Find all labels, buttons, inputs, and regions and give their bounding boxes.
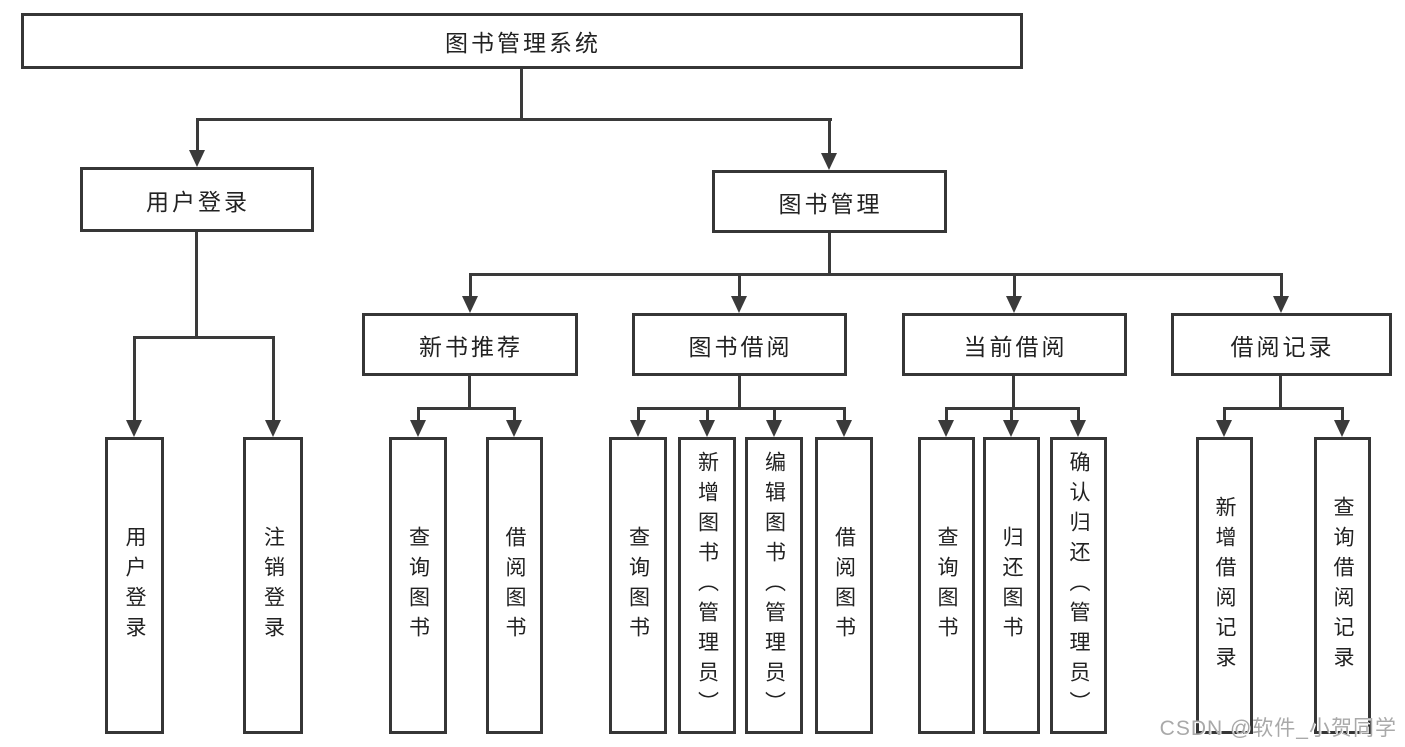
connector-to-borrow [738, 273, 741, 297]
leaf-label: 用户登录 [123, 525, 146, 646]
connector-root-stem [520, 69, 523, 118]
arrow-down-icon [1070, 420, 1086, 437]
leaf-confirm-return-admin: 确认归还（管理员） [1050, 437, 1107, 734]
leaf-query-borrow-record: 查询借阅记录 [1314, 437, 1371, 734]
leaf-add-borrow-record: 新增借阅记录 [1196, 437, 1253, 734]
connector-user-login-rail [133, 336, 275, 339]
leaf-borrow-book-newbooks: 借阅图书 [486, 437, 543, 734]
connector-new-books-stem [468, 375, 471, 407]
leaf-label: 借阅图书 [832, 525, 856, 646]
connector-level3-rail [469, 273, 1283, 276]
connector-to-current-child-2 [1077, 407, 1080, 421]
node-label: 新书推荐 [419, 333, 523, 360]
leaf-label: 新增图书（管理员） [695, 450, 719, 721]
connector-to-borrow-child-2 [773, 407, 776, 421]
connector-to-borrow-child-1 [706, 407, 709, 421]
connector-user-login-stem [195, 232, 198, 336]
node-borrow-records: 借阅记录 [1171, 313, 1392, 376]
arrow-down-icon [1006, 296, 1022, 313]
leaf-add-book-admin: 新增图书（管理员） [678, 437, 736, 734]
connector-to-current [1013, 273, 1016, 297]
connector-to-records-child-0 [1223, 407, 1226, 421]
arrow-down-icon [938, 420, 954, 437]
arrow-down-icon [189, 150, 205, 167]
leaf-edit-book-admin: 编辑图书（管理员） [745, 437, 803, 734]
csdn-watermark: CSDN @软件_小贺同学 [1159, 717, 1397, 740]
connector-current-stem [1012, 376, 1015, 407]
connector-level2-rail [196, 118, 832, 121]
connector-to-current-child-0 [945, 407, 948, 421]
leaf-borrow-book-borrow: 借阅图书 [815, 437, 873, 734]
connector-records-rail [1223, 407, 1344, 410]
arrow-down-icon [1216, 420, 1232, 437]
node-current-borrow: 当前借阅 [902, 313, 1127, 376]
connector-to-borrow-book [513, 407, 516, 421]
leaf-label: 归还图书 [1000, 525, 1023, 646]
leaf-label: 查询借阅记录 [1331, 495, 1354, 676]
node-user-login: 用户登录 [80, 167, 314, 232]
leaf-query-book-current: 查询图书 [918, 437, 975, 734]
arrow-down-icon [462, 296, 478, 313]
node-label: 图书管理 [778, 190, 883, 217]
connector-to-borrow-child-3 [843, 407, 846, 421]
leaf-user-login: 用户登录 [105, 437, 164, 734]
connector-records-stem [1279, 376, 1282, 407]
connector-to-new-books [469, 273, 472, 297]
arrow-down-icon [821, 153, 837, 170]
connector-to-book-mgmt [828, 118, 831, 154]
node-label: 图书管理系统 [445, 30, 601, 56]
connector-borrow-rail [637, 407, 846, 410]
leaf-label: 编辑图书（管理员） [762, 450, 786, 721]
leaf-query-book-borrow: 查询图书 [609, 437, 667, 734]
leaf-logout: 注销登录 [243, 437, 303, 734]
connector-borrow-stem [738, 376, 741, 407]
arrow-down-icon [766, 420, 782, 437]
connector-new-books-rail [417, 407, 516, 410]
arrow-down-icon [1003, 420, 1019, 437]
leaf-return-book: 归还图书 [983, 437, 1040, 734]
arrow-down-icon [1273, 296, 1289, 313]
connector-book-mgmt-stem [828, 233, 831, 273]
node-new-book-recommend: 新书推荐 [362, 313, 578, 376]
node-label: 借阅记录 [1230, 333, 1335, 360]
arrow-down-icon [126, 420, 142, 437]
arrow-down-icon [699, 420, 715, 437]
arrow-down-icon [506, 420, 522, 437]
leaf-label: 查询图书 [935, 525, 958, 646]
leaf-query-book-newbooks: 查询图书 [389, 437, 447, 734]
node-book-management: 图书管理 [712, 170, 947, 233]
connector-to-logout [272, 336, 275, 420]
arrow-down-icon [1334, 420, 1350, 437]
leaf-label: 借阅图书 [503, 525, 526, 646]
arrow-down-icon [836, 420, 852, 437]
arrow-down-icon [265, 420, 281, 437]
arrow-down-icon [731, 296, 747, 313]
leaf-label: 查询图书 [406, 525, 430, 646]
leaf-label: 注销登录 [261, 525, 285, 646]
node-book-borrow: 图书借阅 [632, 313, 847, 376]
node-label: 图书借阅 [688, 333, 793, 360]
node-label: 当前借阅 [963, 333, 1068, 360]
connector-to-records-child-1 [1341, 407, 1344, 421]
leaf-label: 新增借阅记录 [1213, 495, 1236, 676]
connector-to-current-child-1 [1010, 407, 1013, 421]
connector-to-login [133, 336, 136, 420]
arrow-down-icon [630, 420, 646, 437]
connector-to-user-login [196, 118, 199, 151]
connector-to-borrow-child-0 [637, 407, 640, 421]
connector-to-records [1280, 273, 1283, 297]
node-root-library-management-system: 图书管理系统 [21, 13, 1023, 69]
leaf-label: 查询图书 [626, 525, 650, 646]
leaf-label: 确认归还（管理员） [1067, 450, 1090, 721]
node-label: 用户登录 [146, 188, 250, 215]
arrow-down-icon [410, 420, 426, 437]
connector-to-query-book [417, 407, 420, 421]
